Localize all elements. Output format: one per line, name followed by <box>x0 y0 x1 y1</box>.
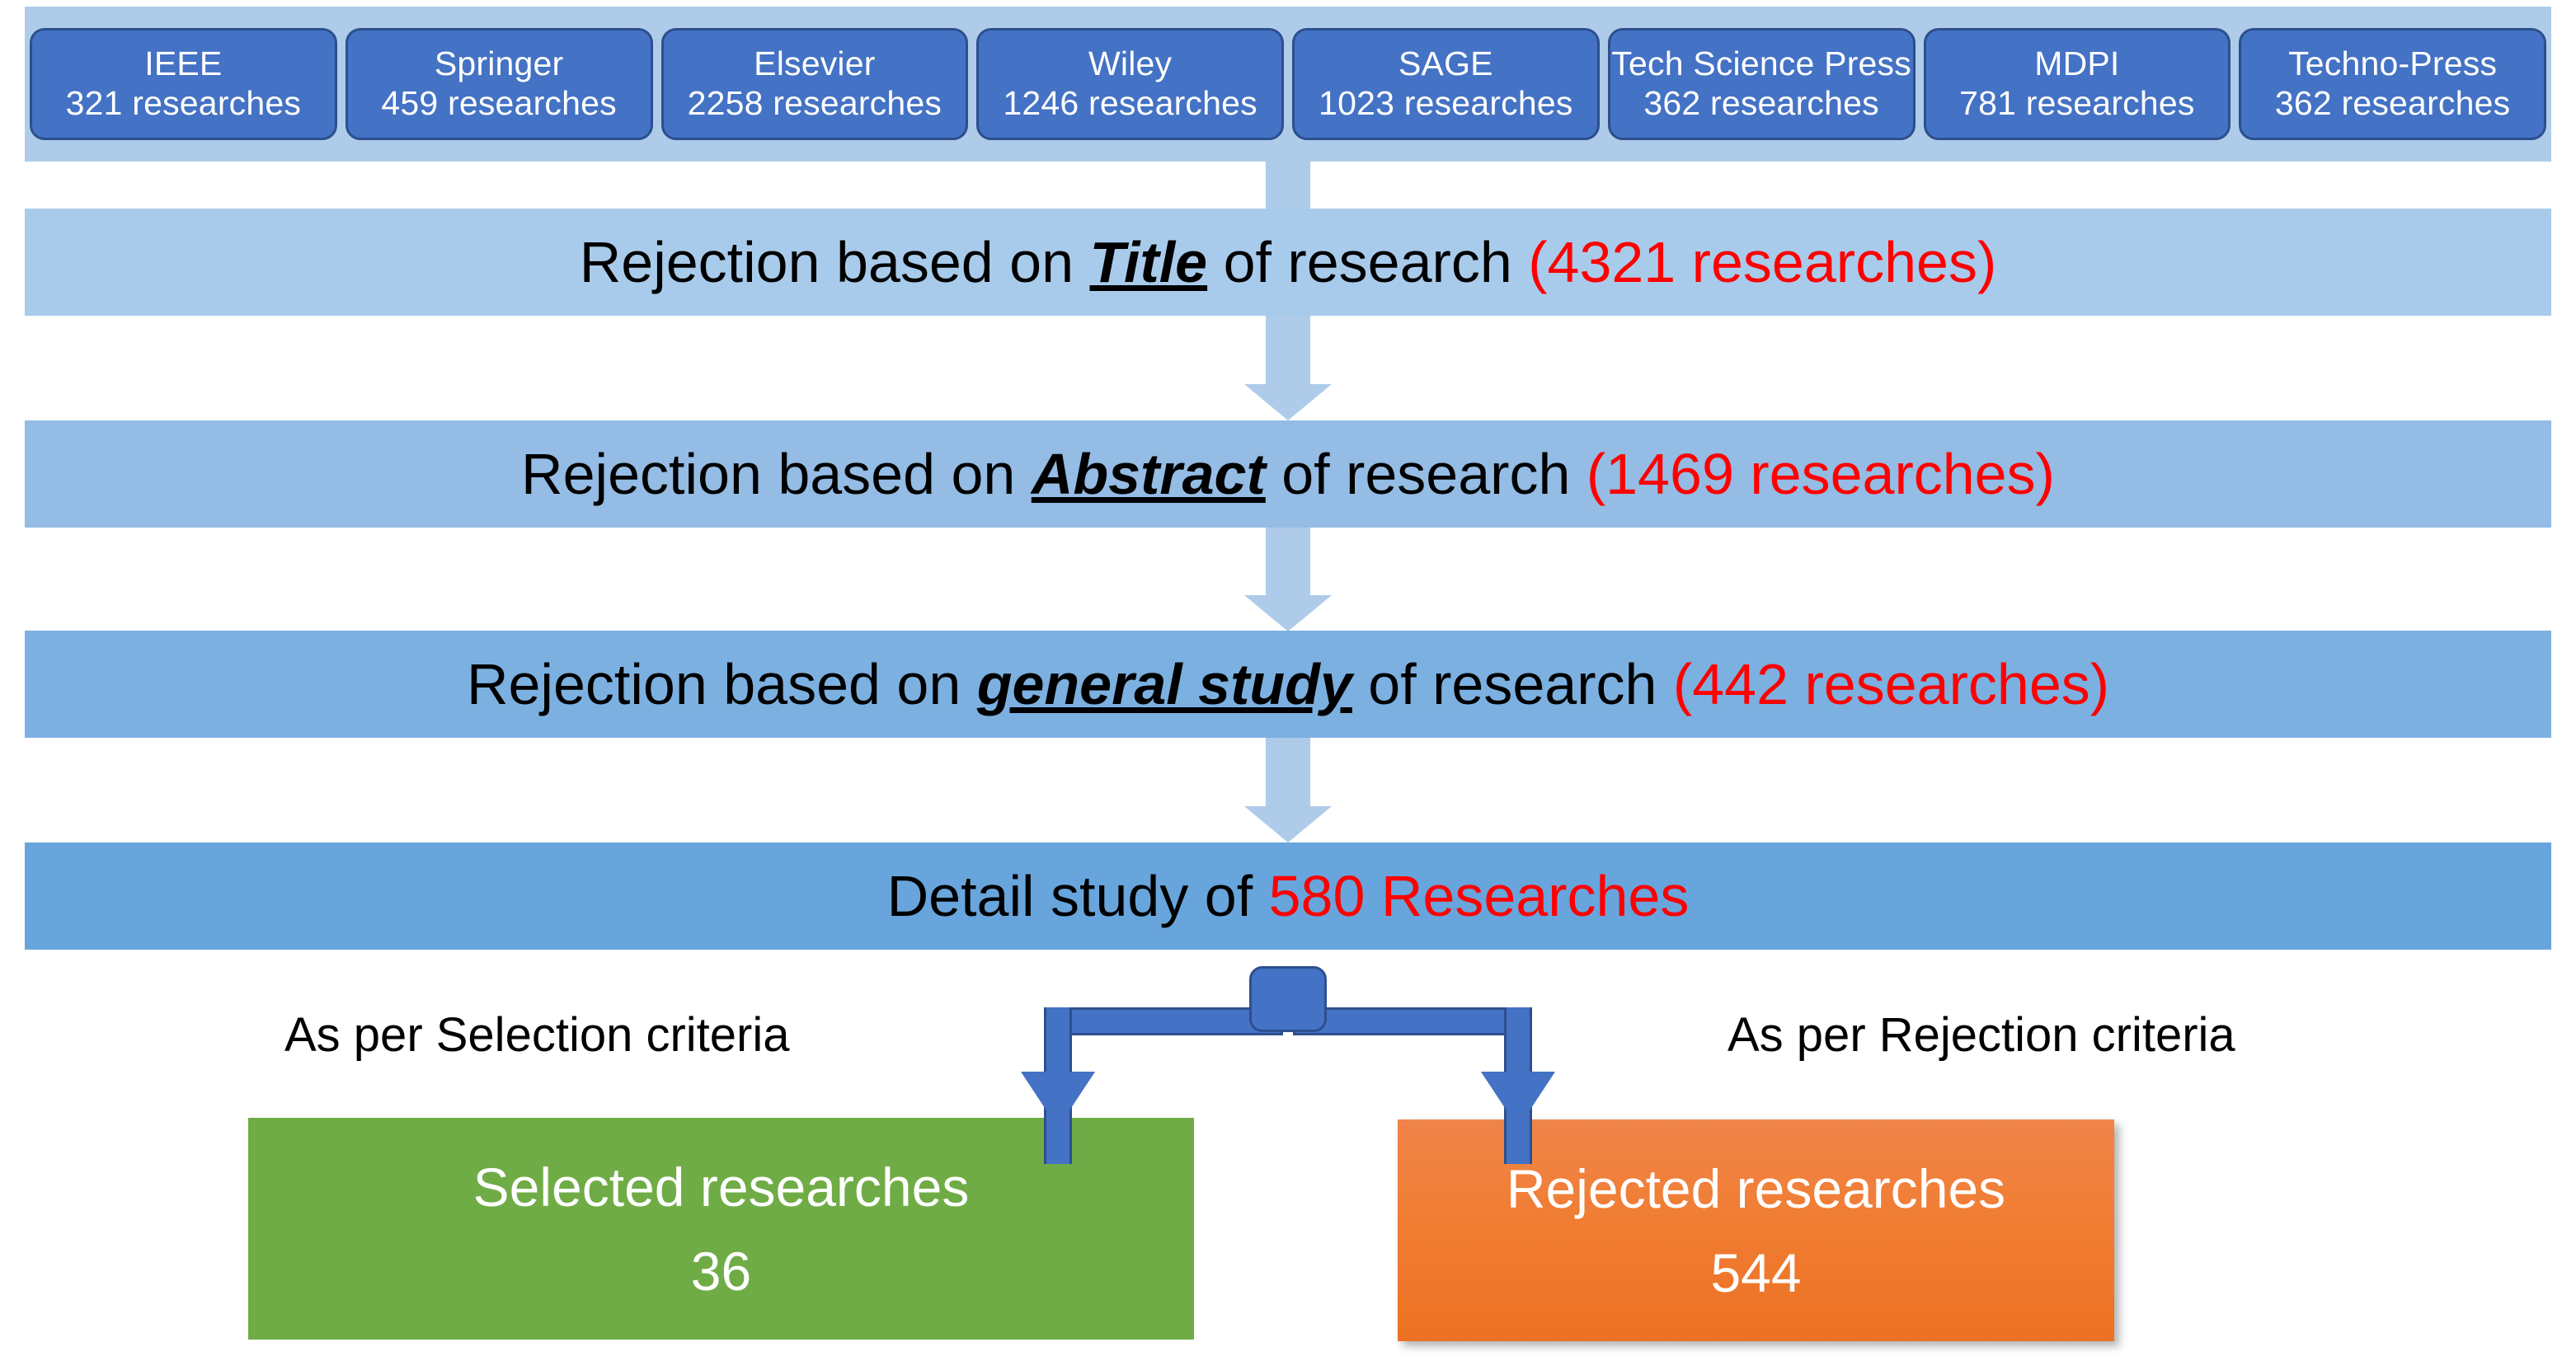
stage-count: (1469 researches) <box>1586 442 2055 506</box>
arrow-head <box>1244 384 1332 420</box>
stage-band-general-study: Rejection based on general study of rese… <box>25 631 2551 738</box>
outcome-title: Rejected researches <box>1506 1157 2006 1219</box>
stage-count: (442 researches) <box>1672 652 2110 716</box>
stage-band-detail-study: Detail study of 580 Researches <box>25 842 2551 950</box>
source-count: 1246 researches <box>1003 84 1257 122</box>
stage-band-abstract: Rejection based on Abstract of research … <box>25 420 2551 528</box>
stage-prefix: Rejection based on <box>579 230 1090 294</box>
arrow-head <box>1244 806 1332 842</box>
source-count: 362 researches <box>2274 84 2511 122</box>
source-box-techno-press[interactable]: Techno-Press 362 researches <box>2239 28 2546 140</box>
arrow-shaft <box>1266 528 1310 595</box>
source-box-sage[interactable]: SAGE 1023 researches <box>1292 28 1600 140</box>
source-databases-container: IEEE 321 researches Springer 459 researc… <box>25 7 2551 162</box>
flow-arrow-down-icon <box>1244 316 1332 420</box>
selection-criteria-label: As per Selection criteria <box>284 1008 790 1062</box>
stage-suffix: of research <box>1351 652 1673 716</box>
arrow-shaft <box>1266 162 1310 209</box>
branch-arrow-right-icon <box>1481 1072 1555 1128</box>
source-box-wiley[interactable]: Wiley 1246 researches <box>976 28 1284 140</box>
detail-prefix: Detail study of <box>886 864 1269 928</box>
stage-keyword: Abstract <box>1031 442 1266 506</box>
stage-keyword: Title <box>1089 230 1208 294</box>
source-box-tech-science-press[interactable]: Tech Science Press 362 researches <box>1607 28 1916 140</box>
source-count: 362 researches <box>1643 84 1879 122</box>
stage-band-title-text: Rejection based on Title of research (43… <box>580 233 1997 291</box>
stage-prefix: Rejection based on <box>466 652 977 716</box>
stage-band-abstract-text: Rejection based on Abstract of research … <box>521 445 2055 503</box>
source-name: Tech Science Press <box>1611 45 1911 83</box>
flow-arrow-down-icon <box>1244 738 1332 842</box>
outcome-title: Selected researches <box>472 1156 970 1218</box>
branch-hub-connector <box>1249 966 1327 1032</box>
stage-prefix: Rejection based on <box>521 442 1032 506</box>
rejection-criteria-label: As per Rejection criteria <box>1728 1008 2235 1062</box>
stage-suffix: of research <box>1265 442 1586 506</box>
source-count: 459 researches <box>381 84 617 122</box>
source-name: SAGE <box>1398 45 1493 83</box>
source-box-ieee[interactable]: IEEE 321 researches <box>30 28 337 140</box>
source-count: 781 researches <box>1959 84 2195 122</box>
source-name: Wiley <box>1088 45 1173 83</box>
source-name: IEEE <box>144 45 223 83</box>
outcome-count: 544 <box>1710 1241 1802 1303</box>
source-count: 1023 researches <box>1319 84 1573 122</box>
source-name: Elsevier <box>754 45 876 83</box>
source-box-elsevier[interactable]: Elsevier 2258 researches <box>660 28 969 140</box>
source-count: 321 researches <box>65 84 302 122</box>
source-name: Springer <box>434 45 564 83</box>
flow-arrow-down-icon <box>1244 528 1332 631</box>
outcome-box-selected[interactable]: Selected researches 36 <box>248 1118 1194 1340</box>
source-box-springer[interactable]: Springer 459 researches <box>345 28 653 140</box>
arrow-shaft <box>1266 738 1310 806</box>
flow-arrow-down-icon <box>1244 162 1332 246</box>
source-box-mdpi[interactable]: MDPI 781 researches <box>1923 28 2231 140</box>
stage-keyword: general study <box>976 652 1352 716</box>
branch-arrow-left-icon <box>1021 1072 1095 1128</box>
source-count: 2258 researches <box>687 84 942 122</box>
stage-suffix: of research <box>1207 230 1529 294</box>
stage-band-general-study-text: Rejection based on general study of rese… <box>467 655 2109 713</box>
source-name: Techno-Press <box>2288 45 2498 83</box>
source-name: MDPI <box>2034 45 2120 83</box>
branch-bar-left <box>1044 1007 1283 1035</box>
arrow-head <box>1244 595 1332 631</box>
stage-band-detail-study-text: Detail study of 580 Researches <box>887 867 1690 925</box>
outcome-count: 36 <box>690 1240 752 1302</box>
stage-count: (4321 researches) <box>1528 230 1997 294</box>
branch-bar-right <box>1293 1007 1532 1035</box>
stage-band-title: Rejection based on Title of research (43… <box>25 209 2551 316</box>
detail-count: 580 Researches <box>1268 864 1690 928</box>
arrow-shaft <box>1266 316 1310 384</box>
